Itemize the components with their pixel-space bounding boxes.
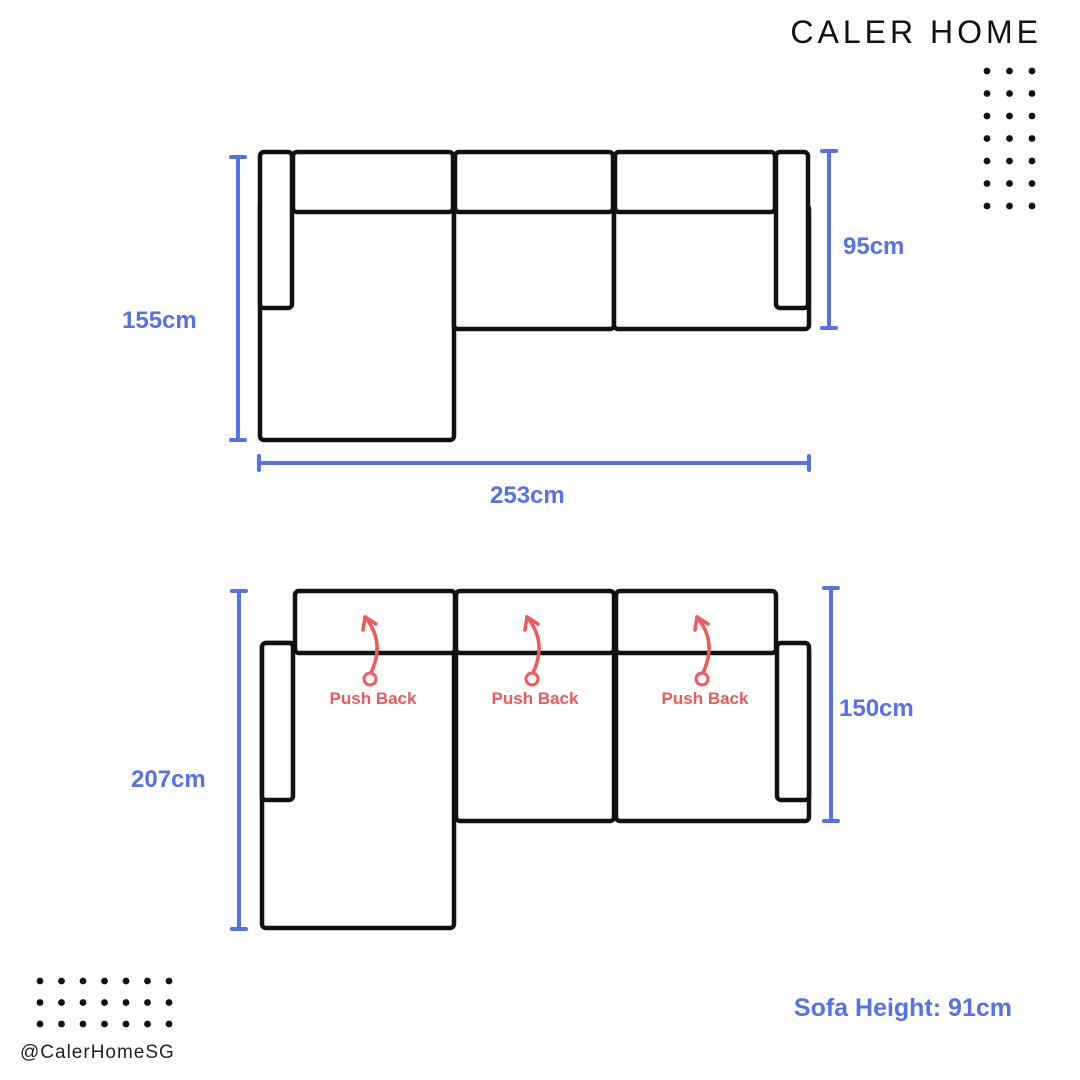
- decorative-dot: [122, 977, 130, 985]
- decorative-dot: [122, 999, 130, 1006]
- decorative-dot: [983, 135, 991, 142]
- backrest-left: [290, 149, 456, 215]
- decorative-dot: [983, 112, 991, 120]
- push-back-label: Push Back: [662, 689, 749, 708]
- dot-grid-top-right: [983, 67, 1036, 210]
- push-arrow-right: [693, 615, 711, 687]
- sofa-height-note: Sofa Height: 91cm: [793, 994, 1012, 1022]
- decorative-dot: [983, 157, 991, 165]
- decorative-dot: [58, 977, 65, 985]
- push-arrow-middle: [523, 615, 541, 687]
- decorative-dot: [101, 1020, 108, 1028]
- decorative-dot: [1028, 202, 1036, 210]
- depth-label: 155cm: [122, 307, 197, 334]
- decorative-dot: [1006, 135, 1013, 142]
- dot-grid-bottom-left: [36, 977, 173, 1028]
- armrest-right-extended: [774, 640, 812, 803]
- decorative-dot: [1006, 90, 1013, 97]
- decorative-dot: [1028, 90, 1036, 97]
- decorative-dot: [58, 1020, 65, 1028]
- decorative-dot: [165, 999, 173, 1006]
- depth-extended-label: 207cm: [131, 766, 206, 793]
- decorative-dot: [1006, 180, 1013, 187]
- brand-name: CALER HOME: [790, 14, 1042, 50]
- middle-seat: [451, 202, 617, 332]
- push-back-label: Push Back: [330, 689, 417, 708]
- decorative-dot: [983, 90, 991, 97]
- sofa-extended-view: Push Back Push Back Push Back 207cm 150c…: [131, 586, 914, 931]
- backrest-middle: [452, 149, 616, 215]
- seat-depth-extended-label: 150cm: [839, 695, 914, 722]
- backrest-right: [612, 149, 778, 215]
- decorative-dot: [165, 1020, 173, 1028]
- dimension-depth-total: [229, 155, 247, 442]
- dimension-depth-extended: [230, 589, 248, 931]
- decorative-dot: [983, 202, 991, 210]
- decorative-dot: [983, 180, 991, 187]
- decorative-dot: [36, 977, 44, 985]
- decorative-dot: [165, 977, 173, 985]
- decorative-dot: [101, 977, 108, 985]
- decorative-dot: [144, 999, 151, 1006]
- decorative-dot: [1028, 135, 1036, 142]
- decorative-dot: [122, 1020, 130, 1028]
- decorative-dot: [1006, 67, 1013, 75]
- decorative-dot: [983, 67, 991, 75]
- decorative-dot: [1028, 180, 1036, 187]
- decorative-dot: [1006, 157, 1013, 165]
- decorative-dot: [144, 1020, 151, 1028]
- decorative-dot: [1006, 112, 1013, 120]
- decorative-dot: [58, 999, 65, 1006]
- dimension-width: [257, 454, 811, 472]
- decorative-dot: [1028, 67, 1036, 75]
- armrest-left-extended: [259, 640, 296, 803]
- decorative-dot: [79, 999, 87, 1006]
- width-label: 253cm: [490, 482, 565, 509]
- decorative-dot: [1028, 112, 1036, 120]
- decorative-dot: [79, 977, 87, 985]
- seat-depth-label: 95cm: [843, 233, 904, 260]
- decorative-dot: [1028, 157, 1036, 165]
- social-handle: @CalerHomeSG: [20, 1042, 175, 1063]
- push-back-label: Push Back: [492, 689, 579, 708]
- decorative-dot: [36, 999, 44, 1006]
- decorative-dot: [101, 999, 108, 1006]
- armrest-right: [773, 149, 811, 311]
- sofa-top-view: 155cm 95cm 253cm: [122, 149, 904, 509]
- dimension-seat-depth-extended: [822, 586, 840, 823]
- dimension-seat-depth: [820, 149, 838, 330]
- armrest-left: [257, 149, 295, 311]
- decorative-dot: [144, 977, 151, 985]
- decorative-dot: [1006, 202, 1013, 210]
- push-arrow-left: [361, 615, 379, 687]
- decorative-dot: [36, 1020, 44, 1028]
- decorative-dot: [79, 1020, 87, 1028]
